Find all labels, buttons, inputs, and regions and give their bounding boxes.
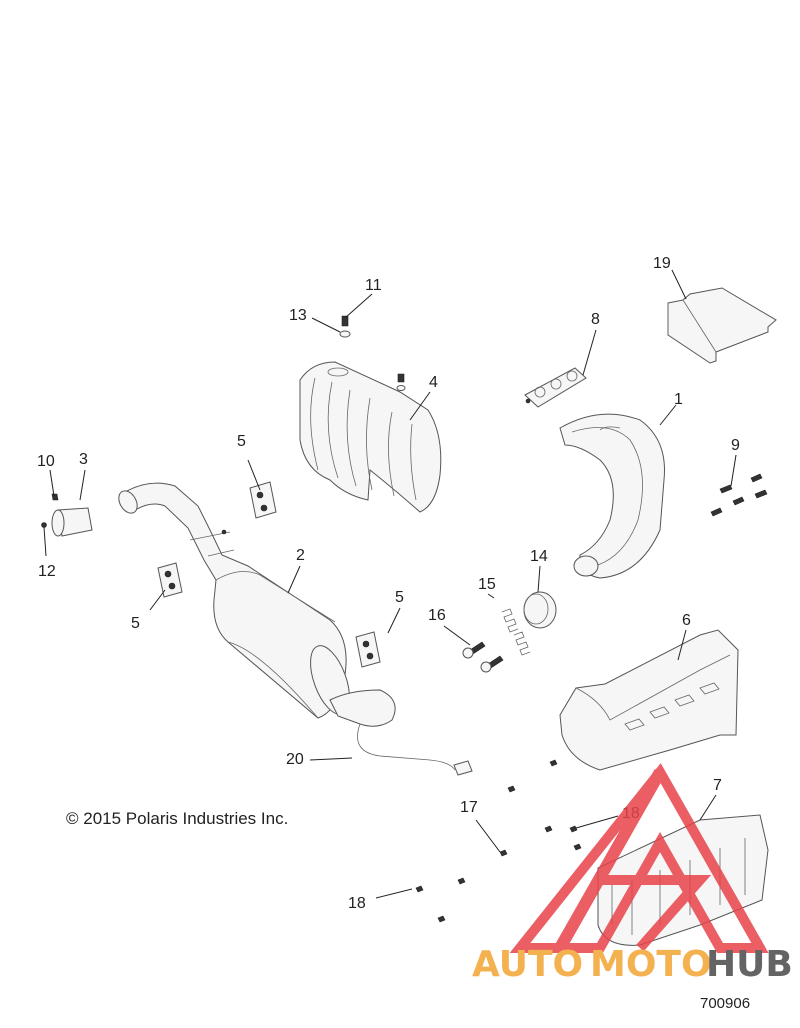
part-5-isolator-right bbox=[355, 631, 381, 668]
part-8-gasket bbox=[524, 367, 587, 408]
part-4-fastener bbox=[396, 373, 406, 391]
part-14-grommet bbox=[523, 591, 557, 629]
callout-13: 13 bbox=[289, 307, 307, 324]
callout-5-top: 5 bbox=[237, 433, 246, 450]
callout-labels: 1 2 3 4 5 5 5 6 7 8 9 10 11 12 13 14 15 … bbox=[37, 255, 740, 912]
part-2-muffler bbox=[118, 482, 396, 727]
callout-10: 10 bbox=[37, 453, 55, 470]
part-19-heat-shield-plate bbox=[667, 287, 777, 364]
callout-17: 17 bbox=[460, 799, 478, 816]
part-9-bolts bbox=[710, 473, 768, 517]
part-4-heat-shield bbox=[299, 361, 442, 513]
part-12-screw bbox=[41, 522, 47, 528]
part-20-sensor-harness bbox=[357, 723, 473, 776]
callout-2: 2 bbox=[296, 547, 305, 564]
watermark-auto: AUTO bbox=[472, 944, 583, 985]
watermark-moto: MOTO bbox=[590, 944, 712, 985]
copyright-text: © 2015 Polaris Industries Inc. bbox=[66, 809, 288, 828]
automotohub-watermark: AUTO MOTO HUB bbox=[472, 763, 793, 985]
callout-9: 9 bbox=[731, 437, 740, 454]
watermark-hub: HUB bbox=[706, 944, 793, 985]
part-1-exhaust-header bbox=[559, 413, 665, 579]
callout-18-left: 18 bbox=[348, 895, 366, 912]
callout-19: 19 bbox=[653, 255, 671, 272]
callout-4: 4 bbox=[429, 374, 438, 391]
callout-5-right: 5 bbox=[395, 589, 404, 606]
part-5-isolator-top bbox=[249, 481, 277, 519]
part-13-washer bbox=[339, 330, 351, 338]
callout-15: 15 bbox=[478, 576, 496, 593]
part-11-bolt bbox=[341, 315, 349, 327]
callout-1: 1 bbox=[674, 391, 683, 408]
callout-7: 7 bbox=[713, 777, 722, 794]
part-15-springs bbox=[501, 608, 531, 656]
callout-6: 6 bbox=[682, 612, 691, 629]
part-6-heat-shield bbox=[559, 629, 739, 771]
callout-11: 11 bbox=[365, 277, 382, 294]
callout-20: 20 bbox=[286, 751, 304, 768]
callout-16: 16 bbox=[428, 607, 446, 624]
part-10-screw bbox=[51, 493, 59, 501]
part-17-18-fasteners bbox=[415, 759, 582, 923]
leader-lines bbox=[43, 269, 737, 899]
callout-5-left: 5 bbox=[131, 615, 140, 632]
part-5-isolator-left bbox=[157, 562, 183, 598]
callout-8: 8 bbox=[591, 311, 600, 328]
callout-14: 14 bbox=[530, 548, 548, 565]
part-3-exhaust-tip bbox=[51, 507, 93, 537]
triangle-logo-icon bbox=[509, 763, 769, 953]
callout-12: 12 bbox=[38, 563, 56, 580]
diagram-number: 700906 bbox=[700, 995, 750, 1012]
part-16-bolts bbox=[462, 641, 504, 673]
callout-3: 3 bbox=[79, 451, 88, 468]
